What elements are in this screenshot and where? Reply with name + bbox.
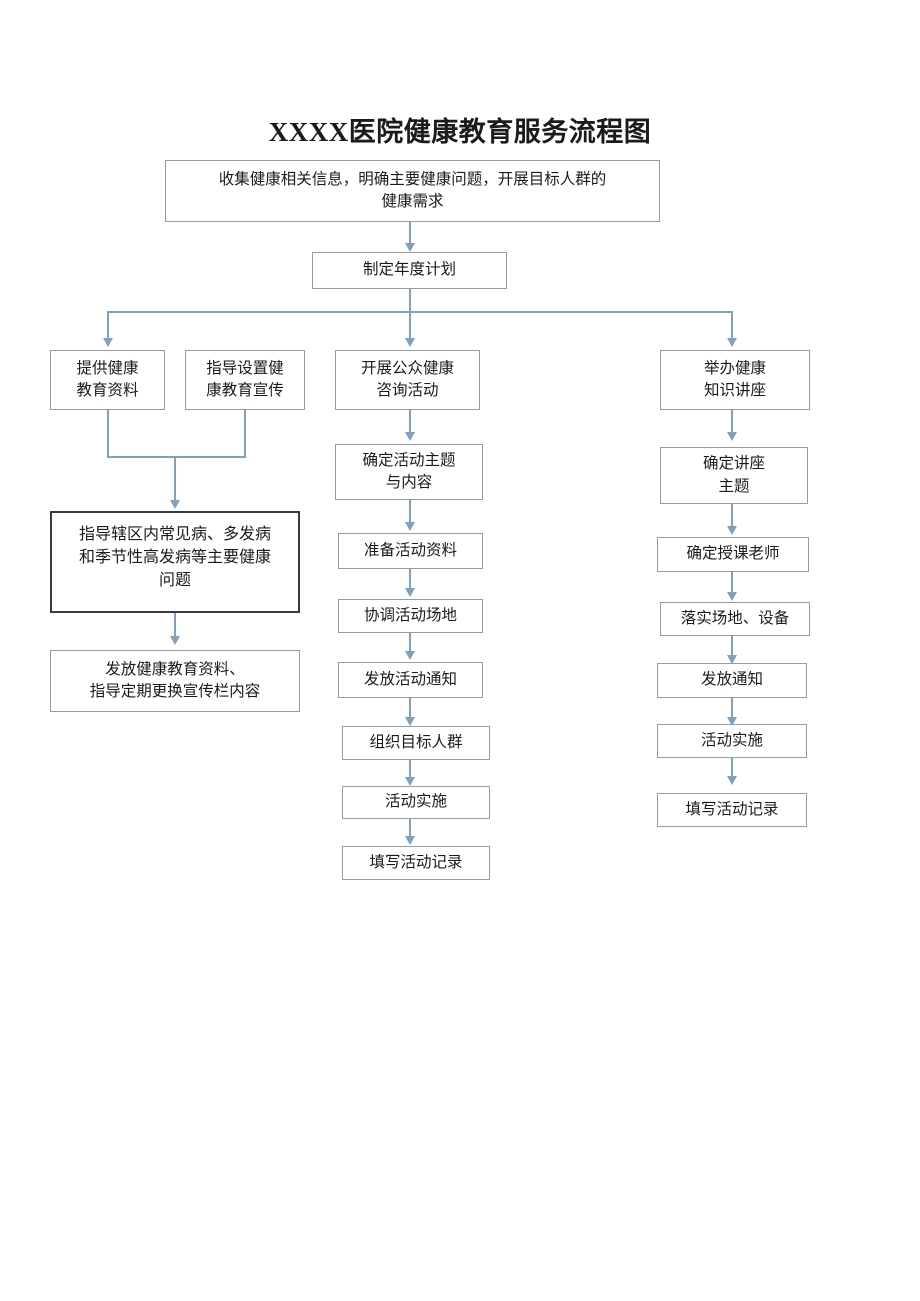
arrowhead-bar-to-lecture [727,338,737,347]
node-consultation-step-6: 活动实施 [342,786,490,819]
connector-lecture-5 [731,698,733,719]
arrowhead-lecture-5 [727,717,737,726]
arrowhead-consultation-5 [405,717,415,726]
connector-bar-to-materials [107,311,109,340]
arrowhead-start-to-plan [405,243,415,252]
connector-publicity-down [244,410,246,458]
arrowhead-consultation-7 [405,836,415,845]
connector-consultation-6 [409,760,411,779]
node-consultation-step-5: 组织目标人群 [342,726,490,760]
connector-materials-down [107,410,109,458]
node-branch-consultation: 开展公众健康 咨询活动 [335,350,480,410]
connector-lecture-6 [731,758,733,778]
connector-start-to-plan [409,222,411,245]
arrowhead-lecture-4 [727,655,737,664]
connector-merge-to-disease [174,456,176,502]
connector-bar-to-consultation [409,311,411,340]
node-lecture-step-5: 活动实施 [657,724,807,758]
node-branch-materials: 提供健康 教育资料 [50,350,165,410]
page-title: XXXX医院健康教育服务流程图 [0,110,920,149]
node-disease-guidance: 指导辖区内常见病、多发病 和季节性高发病等主要健康 问题 [50,511,300,613]
node-consultation-step-2: 准备活动资料 [338,533,483,569]
node-lecture-step-2: 确定授课老师 [657,537,809,572]
connector-lecture-4 [731,636,733,657]
node-consultation-step-4: 发放活动通知 [338,662,483,698]
arrowhead-bar-to-materials [103,338,113,347]
connector-consultation-2 [409,500,411,524]
node-annual-plan: 制定年度计划 [312,252,507,289]
node-lecture-step-3: 落实场地、设备 [660,602,810,636]
arrowhead-bar-to-consultation [405,338,415,347]
arrowhead-lecture-6 [727,776,737,785]
node-lecture-step-1: 确定讲座 主题 [660,447,808,504]
connector-lecture-1 [731,410,733,434]
connector-plan-down [409,289,411,312]
connector-consultation-7 [409,819,411,838]
arrowhead-merge-to-disease [170,500,180,509]
distributor-bar [107,311,732,313]
node-lecture-step-4: 发放通知 [657,663,807,698]
arrowhead-lecture-3 [727,592,737,601]
connector-disease-to-distribute [174,613,176,638]
connector-consultation-5 [409,698,411,719]
node-distribute-materials: 发放健康教育资料、 指导定期更换宣传栏内容 [50,650,300,712]
page-title-text: XXXX医院健康教育服务流程图 [268,117,652,147]
arrowhead-consultation-2 [405,522,415,531]
node-lecture-step-6: 填写活动记录 [657,793,807,827]
node-branch-lecture: 举办健康 知识讲座 [660,350,810,410]
arrowhead-consultation-3 [405,588,415,597]
connector-lecture-2 [731,504,733,528]
merge-bar-left [107,456,246,458]
arrowhead-consultation-6 [405,777,415,786]
node-branch-publicity: 指导设置健 康教育宣传 [185,350,305,410]
connector-bar-to-lecture [731,311,733,340]
node-start: 收集健康相关信息，明确主要健康问题，开展目标人群的 健康需求 [165,160,660,222]
connector-lecture-3 [731,572,733,595]
node-consultation-step-7: 填写活动记录 [342,846,490,880]
arrowhead-lecture-1 [727,432,737,441]
arrowhead-disease-to-distribute [170,636,180,645]
arrowhead-consultation-4 [405,651,415,660]
node-consultation-step-3: 协调活动场地 [338,599,483,633]
arrowhead-consultation-1 [405,432,415,441]
connector-consultation-3 [409,569,411,590]
connector-consultation-1 [409,410,411,434]
node-consultation-step-1: 确定活动主题 与内容 [335,444,483,500]
arrowhead-lecture-2 [727,526,737,535]
connector-consultation-4 [409,633,411,653]
